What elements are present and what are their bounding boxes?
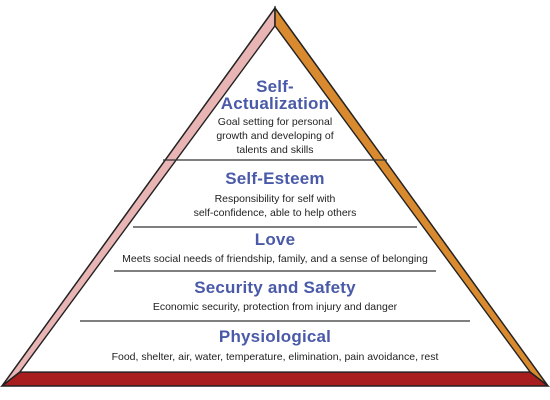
tier-description: Responsibility for self with self-confid… [0, 192, 550, 220]
tier-title-line: Self- [256, 77, 294, 96]
tier-physiological: Physiological Food, shelter, air, water,… [0, 328, 550, 364]
tier-desc-line: self-confidence, able to help others [193, 207, 357, 219]
tier-love: Love Meets social needs of friendship, f… [0, 231, 550, 266]
tier-title-line: Actualization [220, 94, 330, 113]
tier-desc-line: talents and skills [236, 144, 314, 156]
tier-title: Physiological [218, 327, 332, 346]
pyramid-inner [18, 24, 532, 373]
tier-self-esteem: Self-Esteem Responsibility for self with… [0, 170, 550, 220]
tier-self-actualization: Self- Actualization Goal setting for per… [0, 78, 550, 157]
tier-title: Love [254, 230, 296, 249]
tier-desc-line: Economic security, protection from injur… [152, 301, 398, 313]
tier-desc-line: Meets social needs of friendship, family… [122, 253, 428, 265]
tier-description: Food, shelter, air, water, temperature, … [0, 350, 550, 364]
tier-title: Self- Actualization [0, 78, 550, 112]
tier-description: Meets social needs of friendship, family… [0, 252, 550, 266]
tier-security-and-safety: Security and Safety Economic security, p… [0, 279, 550, 314]
tier-title: Self-Esteem [225, 169, 325, 188]
pyramid-base-frame [0, 371, 550, 387]
tier-desc-line: Responsibility for self with [214, 193, 336, 205]
tier-title: Security and Safety [194, 278, 356, 297]
tier-desc-line: Food, shelter, air, water, temperature, … [111, 351, 439, 363]
tier-desc-line: growth and developing of [216, 130, 334, 142]
tier-description: Economic security, protection from injur… [0, 300, 550, 314]
tier-description: Goal setting for personal growth and dev… [0, 115, 550, 157]
tier-desc-line: Goal setting for personal [217, 116, 333, 128]
